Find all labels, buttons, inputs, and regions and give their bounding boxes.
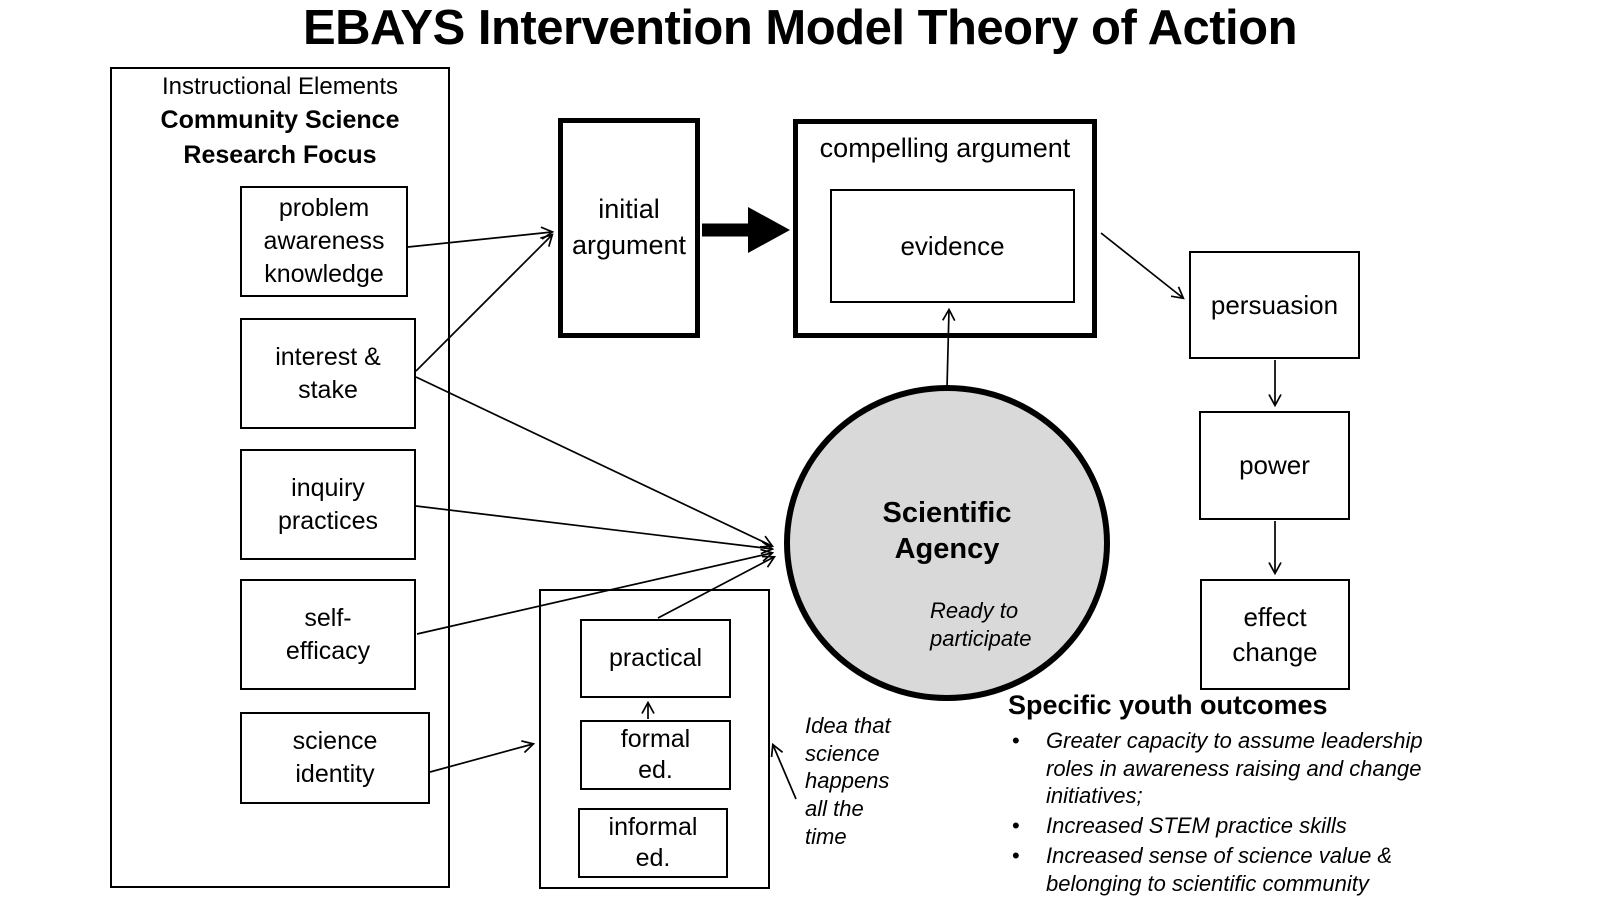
persuasion-box: persuasion (1189, 251, 1360, 359)
initial-argument-box: initial argument (558, 118, 700, 338)
self-efficacy-box: self- efficacy (240, 579, 416, 690)
scientific-agency-circle (784, 385, 1110, 701)
arrow-ideanote-to-education (770, 742, 797, 800)
instructional-elements-header: Instructional Elements (161, 73, 399, 100)
outcome-text: Greater capacity to assume leadership ro… (1046, 728, 1423, 809)
idea-science-happens-note: Idea that science happens all the time (805, 713, 891, 849)
informal-ed-box: informal ed. (578, 808, 728, 878)
power-box: power (1199, 411, 1350, 520)
scientific-agency-label: Scientific Agency (882, 497, 1012, 566)
effect-change-box: effect change (1200, 579, 1350, 690)
interest-and-stake-box: interest & stake (240, 318, 416, 429)
arrow-interest-to-agency (415, 376, 775, 548)
ready-to-participate-note: Ready to participate (930, 598, 1032, 652)
evidence-box: evidence (830, 189, 1075, 303)
inquiry-practices-box: inquiry practices (240, 449, 416, 560)
compelling-argument-label: compelling argument (819, 133, 1071, 163)
problem-awareness-knowledge-box: problem awareness knowledge (240, 186, 408, 297)
thick-arrow-initial-to-compelling (702, 207, 790, 253)
outcome-text: Increased STEM practice skills (1046, 813, 1347, 839)
outcome-item: Increased STEM practice skills (1008, 812, 1458, 840)
formal-ed-box: formal ed. (580, 720, 731, 790)
practical-box: practical (580, 619, 731, 698)
youth-outcomes-list: Greater capacity to assume leadership ro… (1008, 727, 1458, 897)
specific-youth-outcomes-heading: Specific youth outcomes (1008, 690, 1328, 720)
science-identity-box: science identity (240, 712, 430, 804)
page-title: EBAYS Intervention Model Theory of Actio… (302, 1, 1298, 55)
arrow-inquiry-to-agency (415, 505, 775, 555)
arrow-compelling-to-persuasion (1100, 232, 1185, 300)
outcome-item: Increased sense of science value & belon… (1008, 842, 1458, 897)
specific-youth-outcomes-section: Specific youth outcomes Greater capacity… (1008, 690, 1458, 899)
community-science-research-focus-label: Community Science Research Focus (160, 106, 400, 169)
outcome-text: Increased sense of science value & belon… (1046, 842, 1393, 896)
outcome-item: Greater capacity to assume leadership ro… (1008, 727, 1458, 810)
